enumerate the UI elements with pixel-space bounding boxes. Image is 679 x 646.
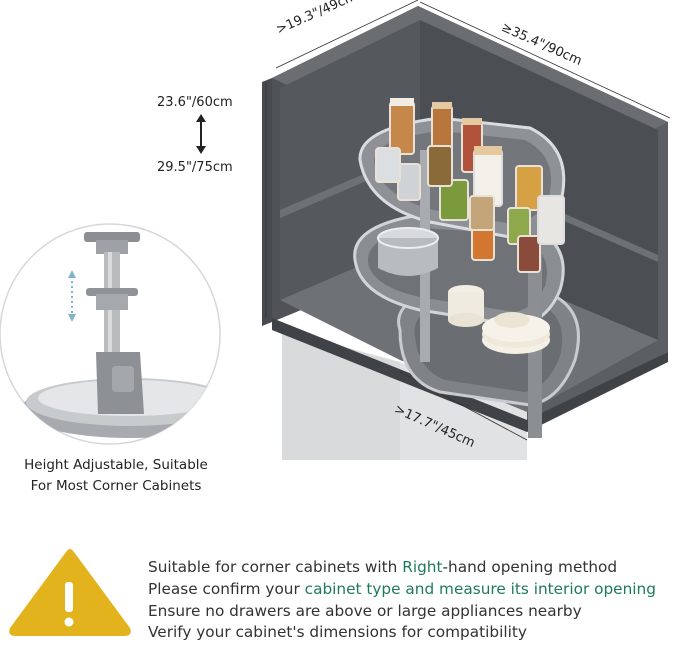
dimension-height-max-label: 29.5"/75cm (157, 160, 233, 175)
caption-line-2: For Most Corner Cabinets (30, 478, 202, 494)
note-line: Please confirm your cabinet type and mea… (148, 579, 656, 598)
note-line: Suitable for corner cabinets with Right-… (148, 558, 618, 576)
up-down-arrow-icon (196, 114, 206, 154)
dishes (448, 285, 550, 354)
compatibility-notes: Suitable for corner cabinets with Right-… (148, 557, 656, 644)
cooking-pot (377, 227, 439, 276)
note-line: Ensure no drawers are above or large app… (148, 601, 582, 620)
spice-jars (375, 98, 565, 273)
note-line: Verify your cabinet's dimensions for com… (148, 623, 527, 642)
caption-line-1: Height Adjustable, Suitable (24, 457, 208, 473)
adjustable-post-detail (0, 223, 221, 445)
warning-icon (9, 549, 131, 636)
dimension-height-min-label: 23.6"/60cm (157, 95, 233, 110)
lazy-susan-organizer (353, 98, 580, 438)
feature-caption: Height Adjustable, Suitable For Most Cor… (0, 455, 232, 497)
